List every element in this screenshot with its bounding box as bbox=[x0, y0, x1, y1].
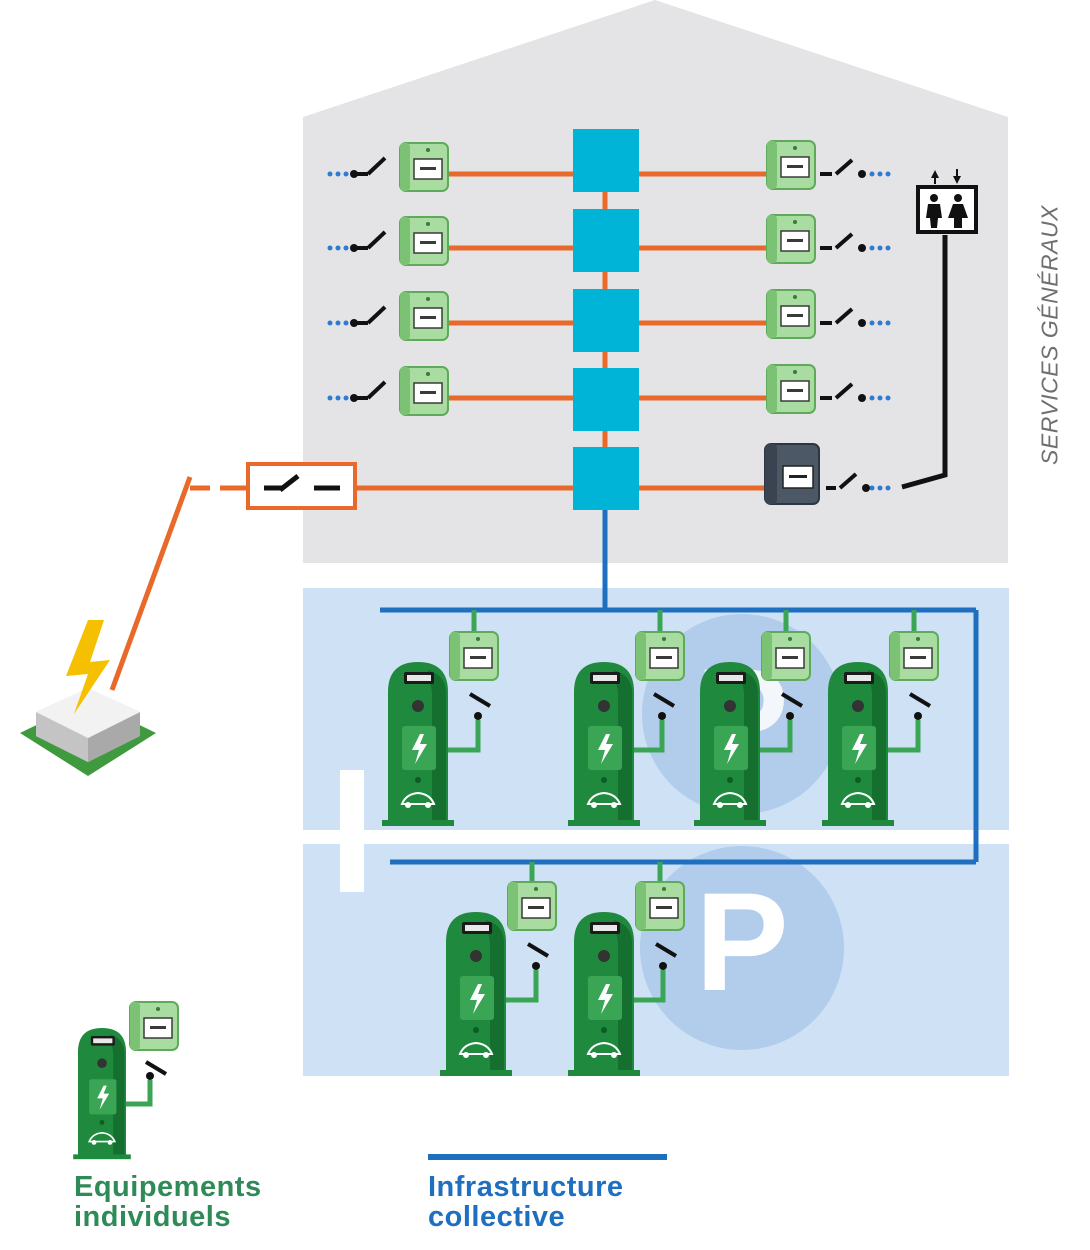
dotted-ends bbox=[327, 171, 891, 491]
collective-infrastructure-line bbox=[380, 510, 979, 865]
services-generaux-label: SERVICES GÉNÉRAUX bbox=[1036, 205, 1063, 465]
lightning-icon bbox=[66, 620, 110, 714]
charger-drops bbox=[125, 610, 921, 1107]
junction-box-icon bbox=[573, 129, 639, 510]
elevator-icon bbox=[901, 169, 978, 490]
parking-letter: P bbox=[695, 863, 788, 1020]
legend-collective: Infrastructure collective bbox=[428, 1172, 728, 1232]
legend-individual-line1: Equipements bbox=[74, 1171, 262, 1203]
charger-switches bbox=[144, 692, 932, 1076]
building-outline bbox=[303, 0, 1008, 563]
substation-icon bbox=[20, 688, 156, 776]
switch-icon bbox=[820, 158, 858, 490]
main-breaker bbox=[246, 462, 357, 510]
legend-collective-line2: collective bbox=[428, 1201, 566, 1233]
legend-individual: Equipements individuels bbox=[74, 1172, 354, 1232]
legend-individual-line2: individuels bbox=[74, 1201, 231, 1233]
legend-collective-line1: Infrastructure bbox=[428, 1171, 624, 1203]
switch-icon bbox=[355, 156, 387, 400]
